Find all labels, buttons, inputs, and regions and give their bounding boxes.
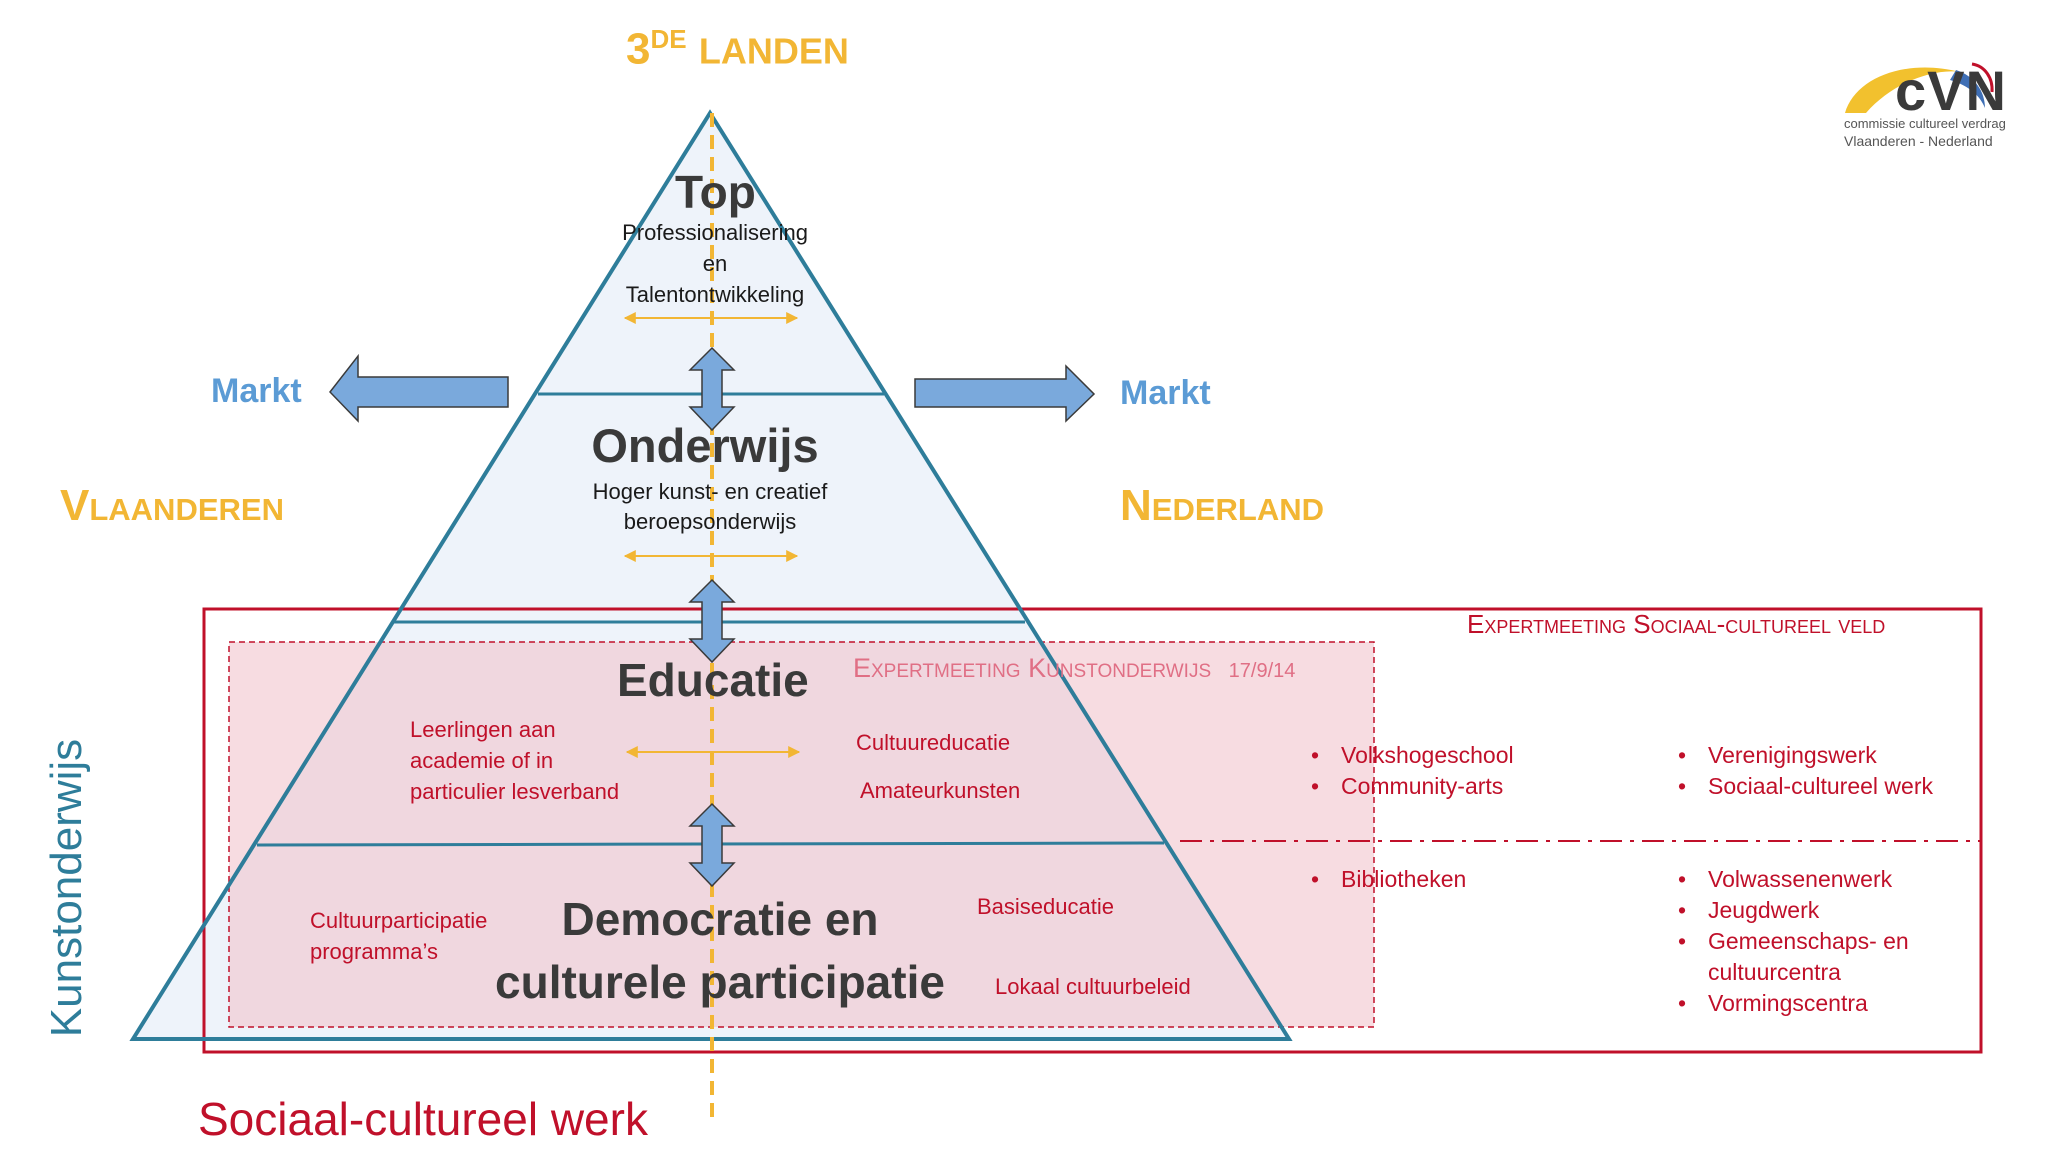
markt-right-arrow: [914, 364, 1096, 423]
educatie-right-1: Cultuureducatie: [856, 730, 1011, 755]
title-prefix: 3: [626, 24, 651, 74]
list-item: Community-arts: [1311, 771, 1514, 802]
list-item: Sociaal-cultureel werk: [1678, 771, 1933, 802]
democratie-left-line-2: programma’s: [310, 939, 438, 964]
bullets-col1-bottom: Bibliotheken: [1311, 864, 1466, 895]
bottom-label-sociaal-cultureel-werk: Sociaal-cultureel werk: [198, 1093, 648, 1145]
list-item: Bibliotheken: [1311, 864, 1466, 895]
expertmeeting-kunstonderwijs-label: Expertmeeting Kunstonderwijs 17/9/14: [853, 653, 1295, 684]
cvn-logo: [1845, 62, 1994, 113]
sociaal-cultureel-box: [202, 607, 1983, 1054]
level-onderwijs-line-2: beroepsonderwijs: [623, 509, 797, 534]
title-3de-landen: 3DE LANDEN: [626, 24, 849, 75]
level-top-line-2: en: [702, 251, 728, 276]
list-item: Jeugdwerk: [1678, 895, 1909, 926]
educatie-right-2: Amateurkunsten: [860, 778, 1021, 803]
expertmeeting-kunstonderwijs-date: 17/9/14: [1228, 660, 1296, 682]
list-item: Volwassenenwerk: [1678, 864, 1909, 895]
level-onderwijs-line-1: Hoger kunst- en creatief: [592, 479, 828, 504]
level-democratie-title-1: Democratie en: [561, 893, 879, 945]
expertmeeting-kunstonderwijs-text: Expertmeeting Kunstonderwijs: [853, 653, 1212, 683]
vertical-label-kunstonderwijs: Kunstonderwijs: [42, 738, 91, 1038]
markt-right-label: Markt: [1120, 374, 1211, 412]
level-onderwijs-title: Onderwijs: [591, 419, 819, 472]
democratie-right-1: Basiseducatie: [977, 894, 1114, 919]
region-vlaanderen: Vlaanderen: [60, 481, 284, 530]
region-nederland: Nederland: [1120, 481, 1325, 530]
bullets-col2-top: Verenigingswerk Sociaal-cultureel werk: [1678, 740, 1933, 802]
level-educatie-title: Educatie: [617, 654, 809, 706]
title-sup: DE: [650, 24, 687, 54]
vertical-double-arrow-3: [688, 802, 736, 888]
bullets-col2-bottom: Volwassenenwerk Jeugdwerk Gemeenschaps- …: [1678, 864, 1909, 1019]
logo-arc: [1845, 67, 1960, 113]
level-democratie-title-2: culturele participatie: [495, 956, 945, 1008]
kunstonderwijs-box: [228, 641, 1375, 1028]
educatie-left-line-3: particulier lesverband: [410, 779, 620, 804]
list-item: Verenigingswerk: [1678, 740, 1933, 771]
list-item: Vormingscentra: [1678, 988, 1909, 1019]
logo-subtitle-1: commissie cultureel verdrag: [1844, 116, 2006, 131]
expertmeeting-sociaal-label: Expertmeeting Sociaal-cultureel veld: [1467, 609, 1886, 639]
level-top-line-1: Professionalisering: [622, 220, 808, 245]
bullets-col1-top: Volkshogeschool Community-arts: [1311, 740, 1514, 802]
markt-left-arrow: [329, 353, 509, 423]
list-item: Gemeenschaps- en: [1678, 926, 1909, 957]
list-item: cultuurcentra: [1708, 959, 1841, 985]
level-top-line-3: Talentontwikkeling: [625, 282, 805, 307]
list-item: Volkshogeschool: [1311, 740, 1514, 771]
logo-wordmark: cVN: [1895, 59, 2007, 122]
markt-left-label: Markt: [211, 372, 302, 410]
educatie-left-line-2: academie of in: [410, 748, 554, 773]
vertical-double-arrow-1: [688, 346, 736, 432]
democratie-right-2: Lokaal cultuurbeleid: [995, 974, 1191, 999]
level-top-title: Top: [675, 166, 756, 218]
democratie-left-line-1: Cultuurparticipatie: [310, 908, 488, 933]
logo-subtitle-2: Vlaanderen - Nederland: [1844, 133, 1993, 149]
title-rest: LANDEN: [698, 30, 849, 72]
educatie-left-line-1: Leerlingen aan: [410, 717, 556, 742]
vertical-double-arrow-2: [688, 578, 736, 664]
